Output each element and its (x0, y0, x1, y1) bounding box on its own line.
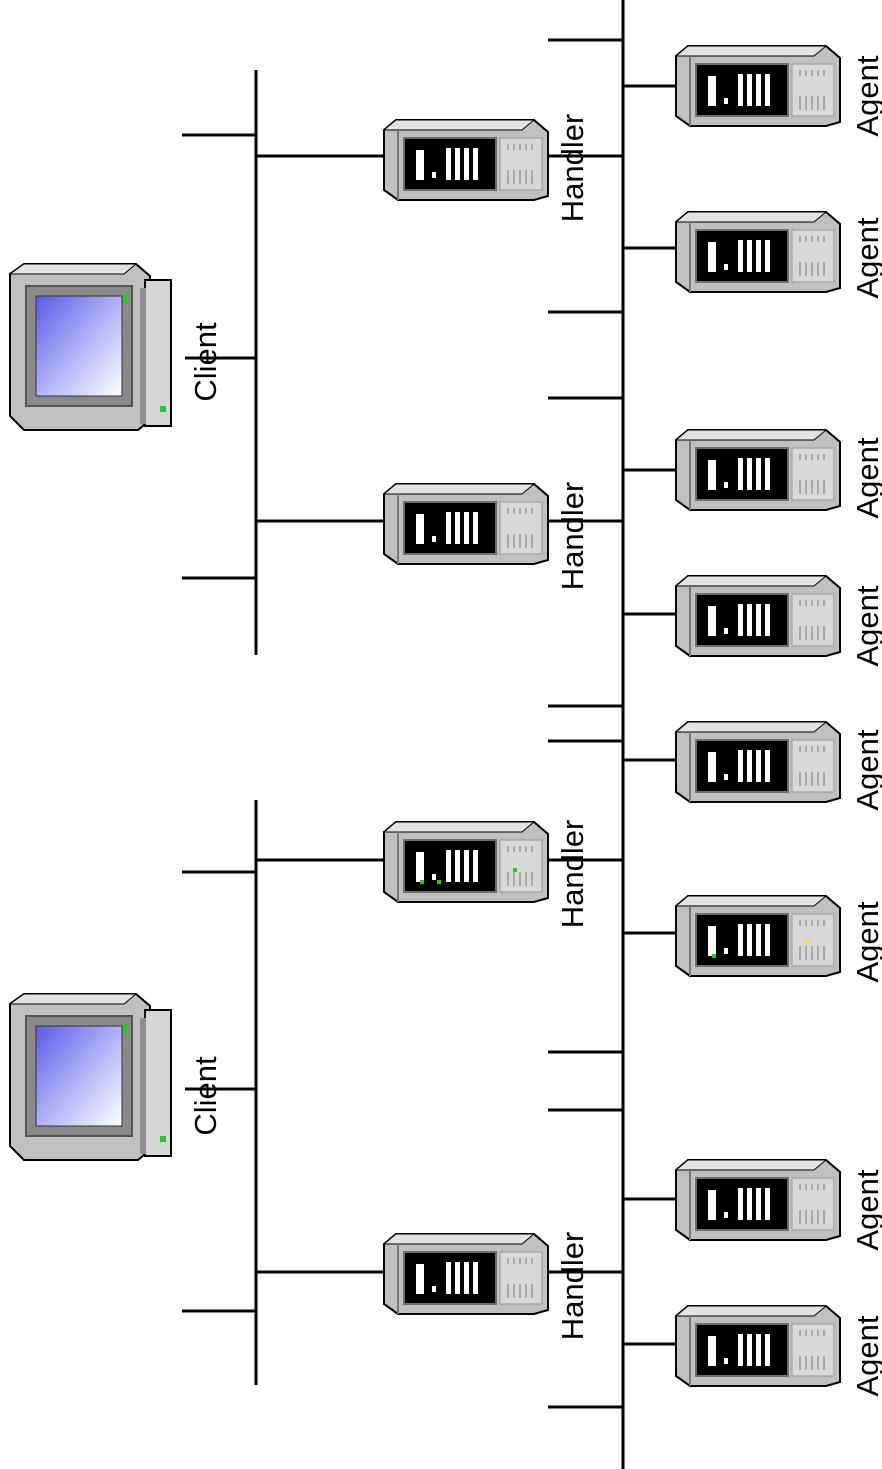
agent-8-node: Agent (676, 1306, 882, 1397)
agent-2-icon (676, 212, 840, 292)
handler-3-label: Handler (555, 820, 590, 929)
led-green (513, 868, 517, 872)
led-green (420, 880, 424, 884)
agent-5-icon (676, 722, 840, 802)
handler-4-icon (384, 1234, 548, 1314)
agent-4-label: Agent (850, 585, 882, 666)
agent-1-label: Agent (850, 55, 882, 136)
agent-4-icon (676, 576, 840, 656)
agent-7-node: Agent (676, 1160, 882, 1251)
agent-2-label: Agent (850, 217, 882, 298)
handler-2-node: Handler (384, 482, 590, 591)
agent-1-icon (676, 46, 840, 126)
client-1-icon (10, 264, 171, 430)
client-2-node: Client (10, 994, 223, 1160)
agent-1-node: Agent (676, 46, 882, 137)
agent-6-node: Agent (676, 896, 882, 983)
handler-4-node: Handler (384, 1232, 590, 1341)
client-2-label: Client (188, 1056, 223, 1136)
agent-8-icon (676, 1306, 840, 1386)
agent-5-node: Agent (676, 722, 882, 811)
agent-7-icon (676, 1160, 840, 1240)
handler-3-node: Handler (384, 820, 590, 929)
agent-3-label: Agent (850, 437, 882, 518)
handler-1-icon (384, 120, 548, 200)
handler-1-node: Handler (384, 114, 590, 223)
agent-2-node: Agent (676, 212, 882, 299)
agent-3-icon (676, 430, 840, 510)
client-1-label: Client (188, 322, 223, 402)
handler-1-label: Handler (555, 114, 590, 223)
led-green (437, 880, 441, 884)
agent-6-label: Agent (850, 901, 882, 982)
agent-4-node: Agent (676, 576, 882, 667)
agent-7-label: Agent (850, 1169, 882, 1250)
handler-3-icon (384, 822, 548, 902)
handler-2-icon (384, 484, 548, 564)
agent-8-label: Agent (850, 1315, 882, 1396)
led-yellow (806, 940, 810, 944)
agent-5-label: Agent (850, 729, 882, 810)
handler-4-label: Handler (555, 1232, 590, 1341)
agent-6-icon (676, 896, 840, 976)
led-green (712, 954, 716, 958)
client-1-node: Client (10, 264, 223, 430)
handler-2-label: Handler (555, 482, 590, 591)
client-2-icon (10, 994, 171, 1160)
agent-3-node: Agent (676, 430, 882, 519)
